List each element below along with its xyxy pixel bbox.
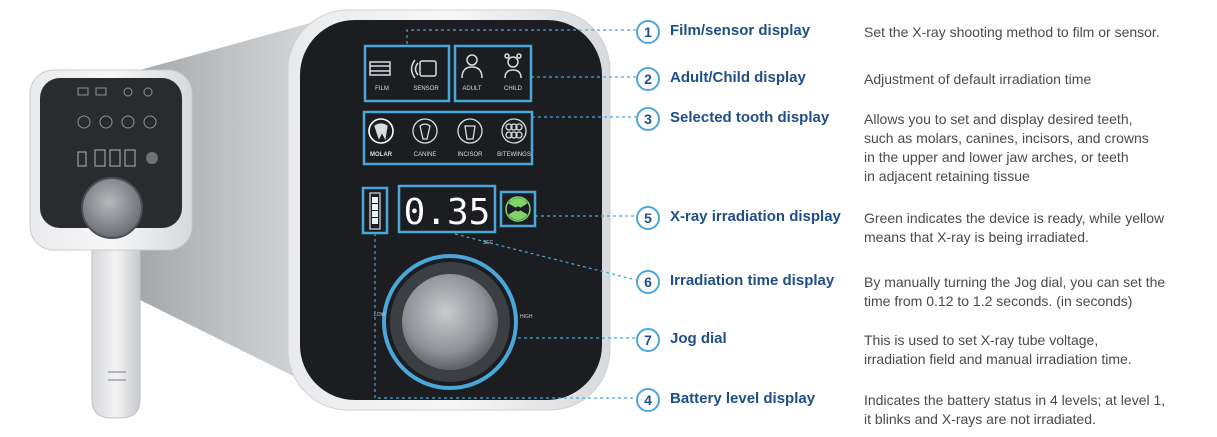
callout-adult-child: 2 Adult/Child display Adjustment of defa…: [636, 67, 1217, 97]
tooth-select-box: [362, 110, 534, 166]
low-label: LOW: [374, 312, 386, 318]
canine-label: CANINE: [414, 152, 437, 158]
callout-description: This is used to set X-ray tube voltage, …: [864, 332, 1132, 367]
callout-selected-tooth: 3 Selected tooth display Allows you to s…: [636, 107, 1217, 184]
callout-title: Jog dial: [670, 330, 727, 347]
film-label: FILM: [375, 86, 389, 92]
callout-title: Battery level display: [670, 390, 816, 407]
bitewings-icon: [501, 118, 527, 144]
callout-jog-dial: 7 Jog dial This is used to set X-ray tub…: [636, 328, 1217, 367]
time-display-box: [397, 184, 497, 234]
battery-icon: [369, 192, 381, 230]
callout-number: 5: [636, 206, 660, 230]
leader-lines: [374, 29, 637, 399]
radiation-icon: [505, 196, 531, 222]
callout-title: Film/sensor display: [670, 22, 811, 39]
sec-label: SEC: [483, 240, 494, 246]
callout-title: Irradiation time display: [670, 272, 835, 289]
incisor-icon: [457, 118, 483, 144]
callout-description: Allows you to set and display desired te…: [864, 111, 1149, 184]
callout-description: Indicates the battery status in 4 levels…: [864, 392, 1166, 427]
callout-xray-irradiation: 5 X-ray irradiation display Green indica…: [636, 206, 1217, 245]
adult-label: ADULT: [462, 86, 482, 92]
molar-icon: [368, 118, 394, 144]
callout-title: Adult/Child display: [670, 69, 806, 86]
callout-number: 3: [636, 107, 660, 131]
callout-description: By manually turning the Jog dial, you ca…: [864, 274, 1166, 309]
callout-number: 2: [636, 67, 660, 91]
callout-number: 1: [636, 20, 660, 44]
child-label: CHILD: [504, 86, 523, 92]
small-jog-dial: [81, 177, 143, 239]
callout-title: Selected tooth display: [670, 109, 830, 126]
callout-description: Adjustment of default irradiation time: [864, 71, 1092, 87]
canine-icon: [412, 118, 438, 144]
jog-dial-knob: [402, 274, 498, 370]
film-icon: [369, 61, 391, 76]
xray-indicator-box: [499, 190, 537, 228]
adult-child-box: [453, 44, 533, 103]
callout-film-sensor: 1 Film/sensor display Set the X-ray shoo…: [636, 20, 1217, 50]
sensor-label: SENSOR: [413, 86, 439, 92]
film-sensor-box: [363, 44, 451, 103]
bitewings-label: BITEWINGS: [497, 152, 531, 158]
small-device-digits: [77, 149, 136, 167]
callout-battery-level: 4 Battery level display Indicates the ba…: [636, 388, 1217, 427]
callout-description: Green indicates the device is ready, whi…: [864, 210, 1165, 245]
callout-description: Set the X-ray shooting method to film or…: [864, 24, 1160, 40]
callout-number: 4: [636, 388, 660, 412]
small-device-handle: [91, 229, 141, 419]
tooth-icons: [368, 118, 527, 144]
child-icon: [504, 53, 522, 79]
callout-title: X-ray irradiation display: [670, 208, 841, 225]
sensor-icon: [410, 59, 437, 79]
high-label: HIGH: [520, 314, 533, 320]
small-device-panel-icons: [77, 87, 157, 129]
callout-number: 6: [636, 270, 660, 294]
jog-dial-glow: [382, 254, 518, 390]
irradiation-time-value: 0.35: [404, 192, 491, 233]
callout-irradiation-time: 6 Irradiation time display By manually t…: [636, 270, 1217, 309]
molar-label: MOLAR: [370, 152, 393, 158]
incisor-label: INCISOR: [457, 152, 483, 158]
small-device-panel: [40, 78, 182, 228]
callout-number: 7: [636, 328, 660, 352]
adult-icon: [461, 54, 483, 79]
